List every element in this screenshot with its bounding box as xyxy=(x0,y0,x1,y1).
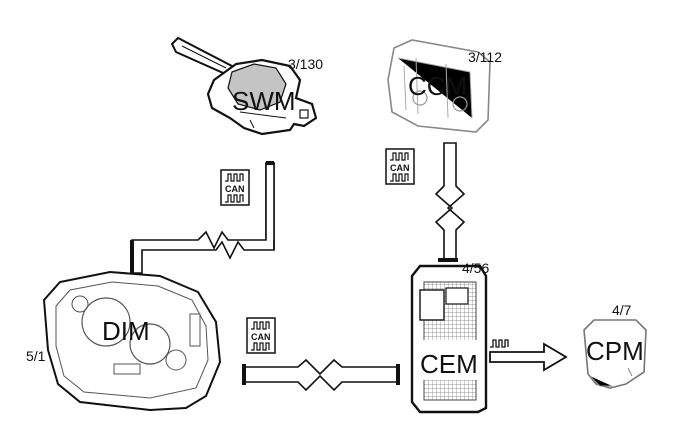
dim-speedometer xyxy=(81,297,131,347)
can-link-dim-cem xyxy=(242,358,400,392)
cem-ref: 4/56 xyxy=(462,260,489,276)
swm-shaded-hub xyxy=(227,63,287,111)
can-link-swm-dim xyxy=(130,161,275,274)
cpm-ref: 4/7 xyxy=(612,302,632,318)
swm-ref: 3/130 xyxy=(288,56,323,72)
ccm-label: CCM xyxy=(408,71,467,101)
cem-module: CEM 4/56 xyxy=(410,260,489,414)
dim-label: DIM xyxy=(102,316,150,346)
dim-ref: 5/1 xyxy=(26,348,46,364)
ccm-ref: 3/112 xyxy=(468,49,502,65)
can-badge-dim-cem: CAN xyxy=(246,317,276,354)
dim-module: DIM 5/1 xyxy=(26,270,222,412)
cpm-label: CPM xyxy=(586,336,644,366)
ccm-module: CCM 3/112 xyxy=(387,39,502,133)
swm-module: SWM 3/130 xyxy=(170,36,323,136)
can-badge-text: CAN xyxy=(390,163,410,173)
cpm-module: CPM 4/7 xyxy=(583,302,647,389)
swm-label: SWM xyxy=(232,86,296,116)
can-badge-swm-dim: CAN xyxy=(220,169,250,206)
can-badge-text: CAN xyxy=(225,184,245,194)
signal-arrow-cem-cpm xyxy=(489,339,568,372)
can-badge-ccm-cem: CAN xyxy=(385,148,415,185)
can-link-ccm-cem xyxy=(434,142,466,262)
cem-label: CEM xyxy=(420,349,478,379)
can-badge-text: CAN xyxy=(251,332,271,342)
